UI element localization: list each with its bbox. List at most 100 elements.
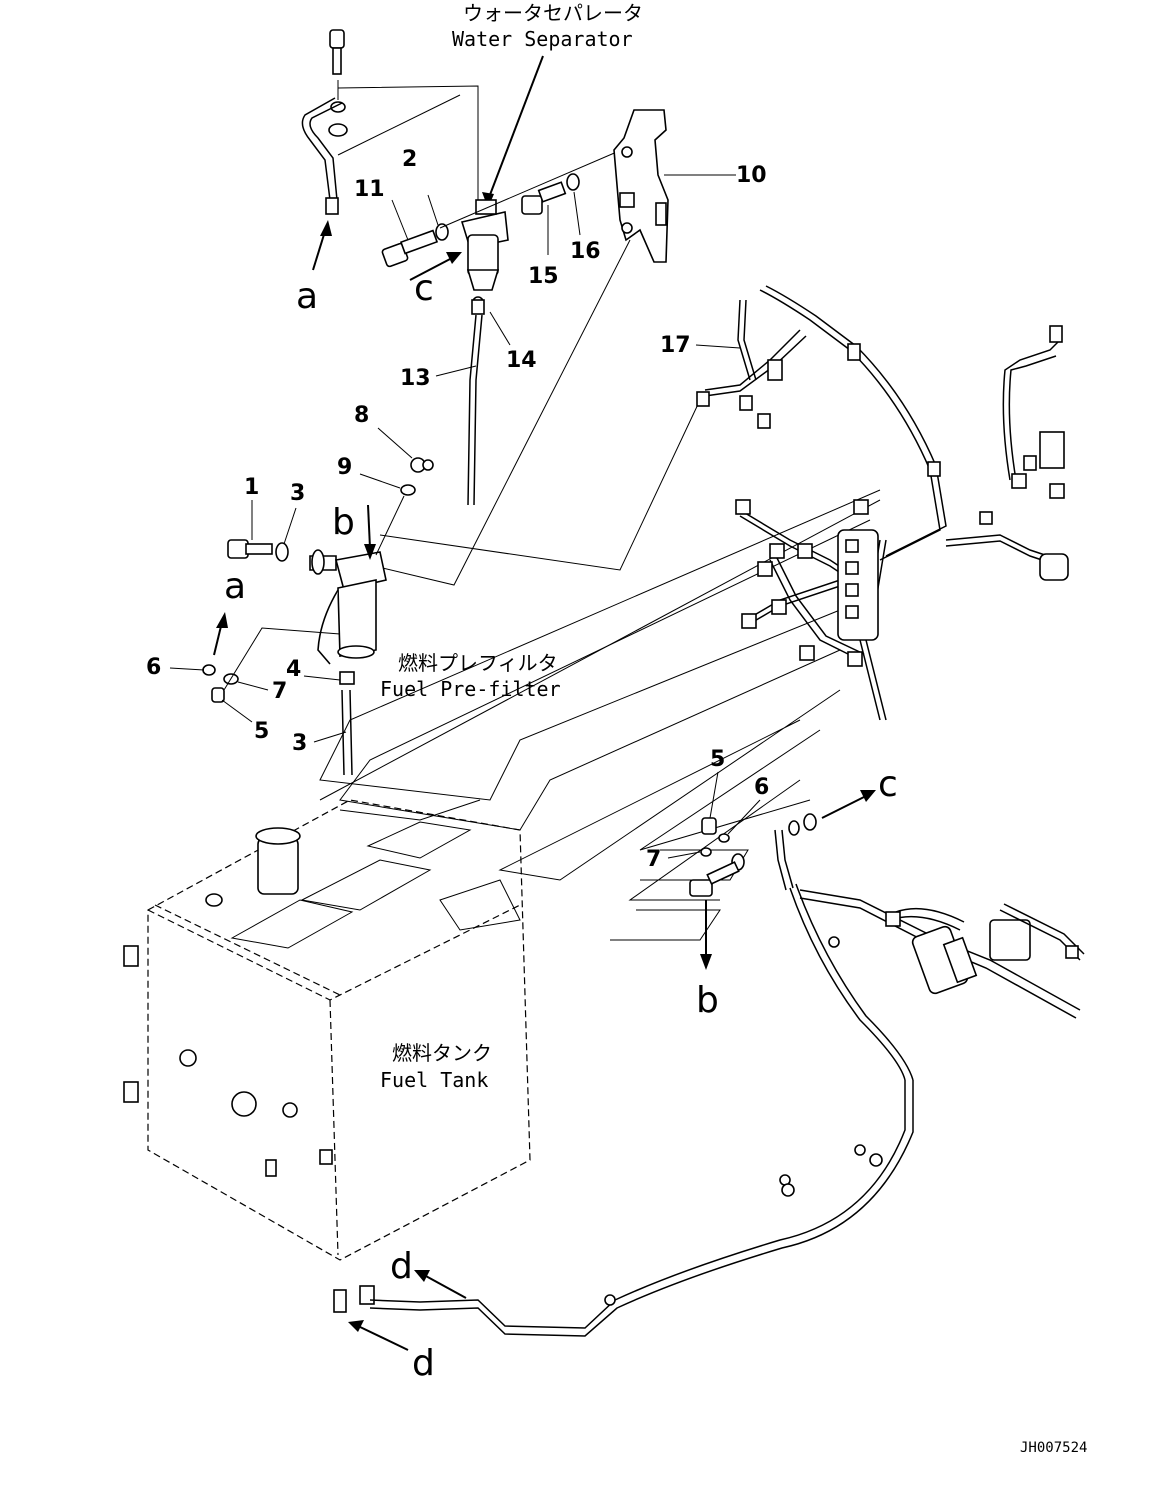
- bolt-11: [381, 229, 439, 268]
- pipe-right: [774, 829, 794, 891]
- prefilter-bottom: [337, 645, 375, 659]
- harness-clamp: [927, 461, 941, 477]
- arrow-c-top: [409, 257, 453, 281]
- hose-end-fitting: [869, 1153, 883, 1167]
- arrow-d-top: [423, 1274, 467, 1299]
- wiring-harness-17: [696, 285, 1069, 721]
- tank-drain: [265, 1159, 277, 1177]
- bracket-10: [613, 109, 669, 263]
- fuel-line-return: [369, 1080, 914, 1337]
- guide-line-5: [379, 399, 701, 571]
- fuel-line-supply: [789, 883, 914, 1081]
- tank-panel: [300, 859, 432, 911]
- injector-connector: [853, 499, 869, 515]
- tube-a: [301, 97, 343, 201]
- letter-c-top: c: [414, 268, 434, 309]
- callout-2: 3: [290, 481, 305, 506]
- fitting-4: [339, 671, 355, 685]
- o-ring-9: [400, 484, 416, 496]
- bracket-clip: [655, 202, 667, 226]
- tank-hanger: [123, 1081, 139, 1103]
- hose-clamp: [828, 936, 840, 948]
- tank-panel: [366, 821, 472, 859]
- guide-line-4: [369, 239, 631, 586]
- top-bolt-assembly: [328, 29, 348, 137]
- callout-10: 10: [736, 163, 767, 188]
- callout-6-left: 6: [146, 655, 161, 680]
- plug-8-head: [422, 459, 434, 471]
- harness-connector: [767, 359, 783, 381]
- drawing-code: JH007524: [1020, 1440, 1087, 1456]
- fuel-prefilter-label-en: Fuel Pre-filter: [380, 677, 561, 701]
- tank-outlet-fitting: [333, 1289, 347, 1313]
- letter-b-top: b: [332, 502, 355, 543]
- callout-15: 15: [528, 264, 559, 289]
- pipe-right-washer: [803, 813, 817, 831]
- water-separator-leader: [487, 55, 544, 201]
- guide-line-6: [375, 495, 405, 556]
- bracket-hole: [621, 222, 633, 234]
- harness-connector: [1023, 455, 1037, 471]
- washer-16: [566, 173, 580, 191]
- callout-14: 14: [506, 348, 537, 373]
- injector-connector: [847, 651, 863, 667]
- letter-c-right: c: [878, 764, 898, 805]
- arrow-a-top-head: [320, 220, 332, 236]
- harness-connector: [1011, 473, 1027, 489]
- harness-connector: [1039, 553, 1069, 581]
- callout-9: 9: [337, 455, 352, 480]
- injector-connector: [845, 583, 859, 597]
- tank-bracket: [439, 879, 521, 931]
- o-ring-7-right: [700, 847, 712, 857]
- hose-clamp: [604, 1294, 616, 1306]
- bolt-15: [521, 181, 567, 215]
- arrow-c-right-head: [860, 790, 876, 802]
- water-separator-label-en: Water Separator: [452, 27, 633, 51]
- arrow-d-bottom: [357, 1325, 409, 1351]
- tank-fitting: [179, 1049, 197, 1067]
- bracket-hole: [621, 146, 633, 158]
- callout-3: 3: [292, 731, 307, 756]
- bracket-clip: [619, 192, 635, 208]
- tank-panel: [230, 899, 354, 949]
- o-ring-6-right: [718, 833, 730, 843]
- arrow-b-top-head: [364, 544, 376, 560]
- washer-2: [275, 542, 289, 562]
- injector-connector: [845, 561, 859, 575]
- callout-5-right: 5: [710, 747, 725, 772]
- harness-connector: [696, 391, 710, 407]
- guide-line-2: [337, 94, 461, 156]
- tank-plug: [205, 893, 223, 907]
- tank-fitting: [282, 1102, 298, 1118]
- harness-connector: [757, 413, 771, 429]
- filler-cap: [257, 837, 299, 895]
- callout-11: 11: [354, 177, 385, 202]
- callout-4: 4: [286, 657, 301, 682]
- harness-relay: [1039, 431, 1065, 469]
- injector-connector: [757, 561, 773, 577]
- callout-8: 8: [354, 403, 369, 428]
- fuel-gauge: [231, 1091, 257, 1117]
- injector-connector: [771, 599, 787, 615]
- letter-d-bottom: d: [412, 1343, 435, 1384]
- harness-connector: [979, 511, 993, 525]
- letter-a-mid: a: [224, 566, 246, 607]
- prefilter-bracket: [317, 589, 339, 665]
- letter-d-top: d: [390, 1246, 413, 1287]
- callout-7-left: 7: [272, 679, 287, 704]
- arrow-d-top-head: [414, 1270, 430, 1282]
- washer-12: [435, 223, 449, 241]
- tube-a-fitting: [325, 197, 339, 215]
- guide-line-3: [439, 147, 627, 229]
- bolt-right: [689, 861, 740, 897]
- o-ring-6-left: [202, 664, 216, 676]
- callout-7-right: 7: [646, 847, 661, 872]
- arrow-a-mid-head: [216, 612, 228, 628]
- hose-clamp: [854, 1144, 866, 1156]
- hose-end-fitting: [781, 1183, 795, 1197]
- harness-connector: [1049, 483, 1065, 499]
- tank-hanger: [123, 945, 139, 967]
- callout-13: 13: [400, 366, 431, 391]
- fitting-14: [471, 299, 485, 315]
